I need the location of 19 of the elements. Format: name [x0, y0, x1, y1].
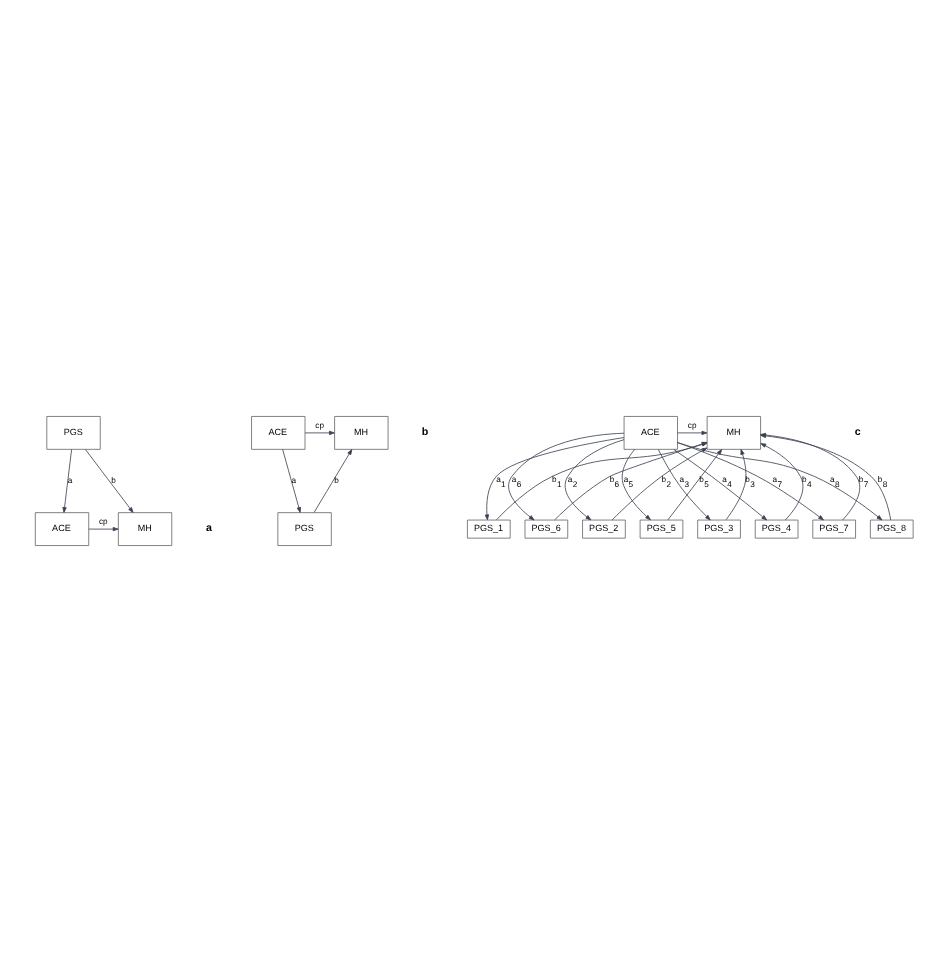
arrow: [760, 431, 861, 520]
arrow: [725, 448, 747, 520]
arrow: [673, 448, 768, 520]
arrow: [304, 429, 335, 435]
arrow: [667, 448, 723, 520]
arrow: [313, 448, 353, 512]
arrow: [760, 432, 892, 520]
arrow: [62, 448, 72, 512]
arrow: [508, 431, 625, 520]
arrow: [657, 448, 711, 520]
arrow: [85, 448, 134, 512]
arrow: [621, 447, 651, 520]
arrow: [484, 436, 625, 520]
arrow: [282, 448, 301, 512]
arrow: [611, 446, 708, 520]
arrow: [564, 438, 625, 520]
arrow: [677, 429, 708, 435]
arrow: [88, 525, 119, 531]
arrow: [760, 442, 804, 520]
